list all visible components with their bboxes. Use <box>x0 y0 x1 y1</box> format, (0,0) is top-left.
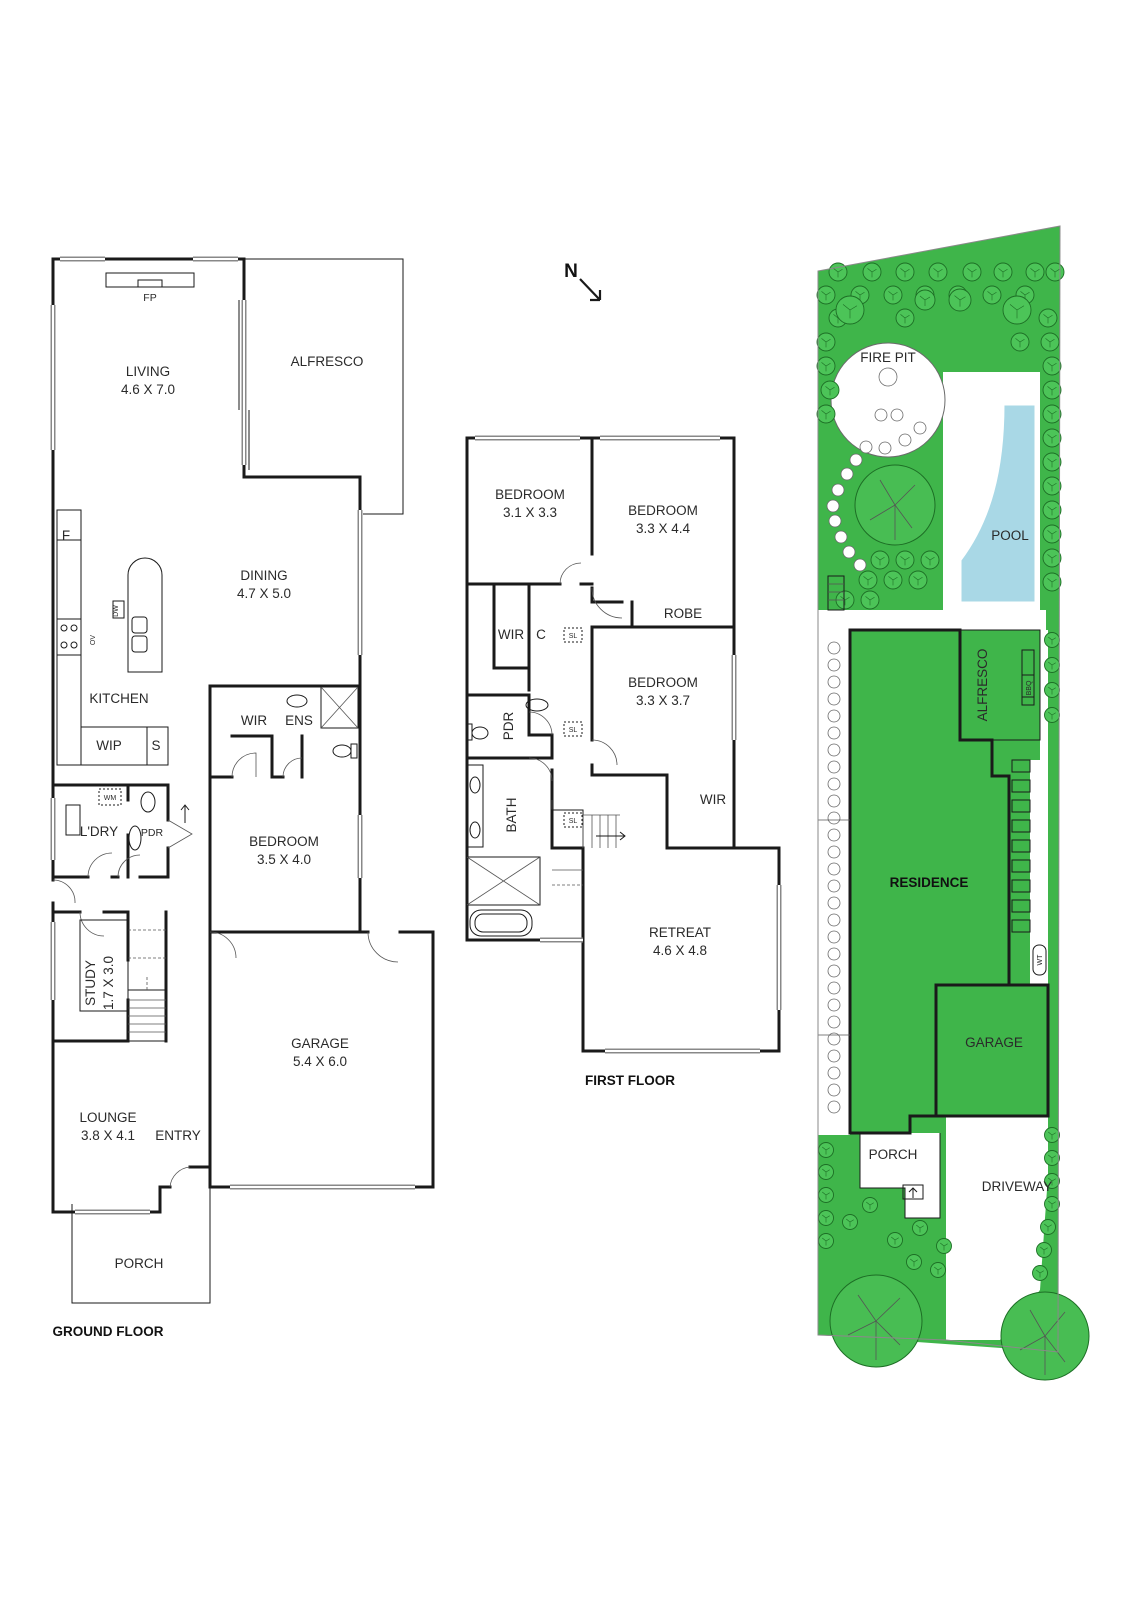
ground-stairs <box>79 804 399 1188</box>
water-tank <box>1032 944 1047 976</box>
ff-powder-label: PDR <box>501 712 516 741</box>
site-garage <box>934 983 1050 1118</box>
porch-label: PORCH <box>115 1256 164 1271</box>
retreat-size: 4.6 X 4.8 <box>653 943 707 958</box>
garden-steps <box>827 575 845 611</box>
ground-floor-title: GROUND FLOOR <box>53 1324 164 1339</box>
skylight3-label: SL <box>569 818 578 825</box>
first-floor-title: FIRST FLOOR <box>585 1073 675 1088</box>
living-size: 4.6 X 7.0 <box>121 382 175 397</box>
entry-label: ENTRY <box>155 1128 201 1143</box>
living-label: LIVING <box>126 364 170 379</box>
fridge-label: F <box>62 528 70 543</box>
ground-bedroom-size: 3.5 X 4.0 <box>257 852 311 867</box>
garage-size: 5.4 X 6.0 <box>293 1054 347 1069</box>
retreat-label: RETREAT <box>649 925 711 940</box>
study-label: STUDY <box>83 960 98 1006</box>
ground-floor-windows <box>50 256 415 1215</box>
washing-machine-label: WM <box>104 795 117 802</box>
first-floor-doors <box>528 562 623 810</box>
kitchen-label: KITCHEN <box>89 691 148 706</box>
fire-pit-icon <box>878 367 898 387</box>
bbq-label: BBQ <box>1026 680 1033 695</box>
side-path-stones <box>818 641 850 1114</box>
ground-bedroom-label: BEDROOM <box>249 834 319 849</box>
water-tank-label: WT <box>1037 954 1044 966</box>
fire-pit-label: FIRE PIT <box>860 350 916 365</box>
ff-bedroom3-label: BEDROOM <box>628 675 698 690</box>
pool <box>958 402 1038 605</box>
alfresco-label: ALFRESCO <box>291 354 364 369</box>
site-porch-label: PORCH <box>869 1147 918 1162</box>
ff-wir2-label: WIR <box>700 792 726 807</box>
north-arrow: N <box>564 261 602 302</box>
residence-label: RESIDENCE <box>890 875 969 890</box>
site-alfresco <box>959 629 1041 741</box>
deck-slats <box>1011 759 1047 976</box>
ground-wir-label: WIR <box>241 713 267 728</box>
ensuite-fixtures <box>231 686 359 778</box>
ff-wir1-label: WIR <box>498 627 524 642</box>
dining-size: 4.7 X 5.0 <box>237 586 291 601</box>
pool-label: POOL <box>991 528 1029 543</box>
ff-bedroom1-size: 3.1 X 3.3 <box>503 505 557 520</box>
ground-floor-plan <box>50 256 435 1304</box>
lot-boundary <box>817 225 1061 1353</box>
ff-bedroom3-size: 3.3 X 3.7 <box>636 693 690 708</box>
ff-bedroom2-size: 3.3 X 4.4 <box>636 521 691 536</box>
stepping-stones <box>826 421 927 572</box>
north-label: N <box>564 261 578 282</box>
robe-label: ROBE <box>664 606 702 621</box>
small-trees <box>816 262 1065 1281</box>
lounge-label: LOUNGE <box>79 1110 136 1125</box>
laundry-fixtures <box>52 788 193 937</box>
alfresco-outline <box>244 258 404 515</box>
site-plan <box>816 225 1090 1381</box>
linen-c-label: C <box>536 627 546 642</box>
porch-outline <box>71 1172 211 1304</box>
laundry-label: L'DRY <box>80 824 118 839</box>
garage-label: GARAGE <box>291 1036 349 1051</box>
study-size: 1.7 X 3.0 <box>101 956 116 1010</box>
first-floor-windows <box>475 435 782 1054</box>
ensuite-label: ENS <box>285 713 313 728</box>
pantry-s-label: S <box>151 738 160 753</box>
lounge-size: 3.8 X 4.1 <box>81 1128 135 1143</box>
bath-label: BATH <box>504 797 519 832</box>
ground-floor-outer-walls <box>51 257 435 1214</box>
kitchen-joinery <box>56 509 169 766</box>
dishwasher-label: DW <box>113 605 120 617</box>
first-floor-plan <box>465 435 782 1054</box>
first-floor-fixtures <box>466 627 626 937</box>
fireplace-label: FP <box>143 292 156 304</box>
driveway-label: DRIVEWAY <box>982 1179 1053 1194</box>
first-floor-outer-walls <box>465 436 781 1053</box>
site-garage-label: GARAGE <box>965 1035 1023 1050</box>
wip-label: WIP <box>96 738 122 753</box>
north-arrow-icon <box>579 278 602 302</box>
oven-label: OV <box>90 635 97 645</box>
ff-bedroom1-label: BEDROOM <box>495 487 565 502</box>
dining-label: DINING <box>240 568 287 583</box>
skylight1-label: SL <box>569 633 578 640</box>
ground-powder-label: PDR <box>141 827 164 839</box>
ff-bedroom2-label: BEDROOM <box>628 503 698 518</box>
skylight2-label: SL <box>569 727 578 734</box>
site-alfresco-label: ALFRESCO <box>975 649 990 722</box>
